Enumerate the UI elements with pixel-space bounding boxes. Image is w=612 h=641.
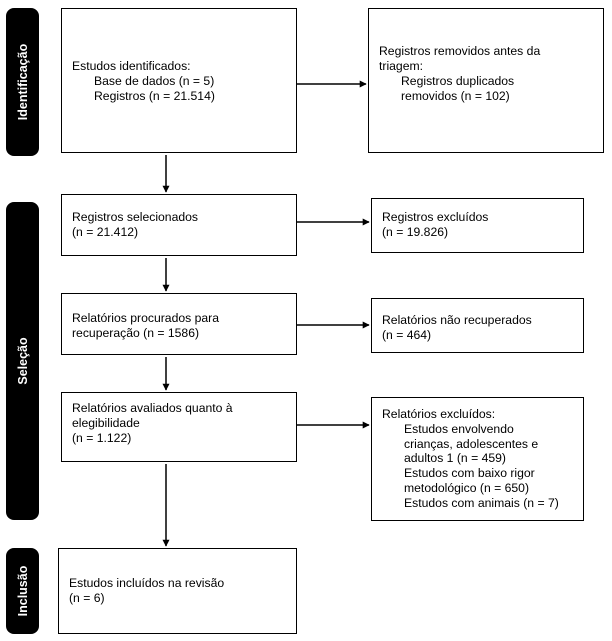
box-line: removidos (n = 102) [401, 89, 510, 103]
box-line: Estudos com baixo rigor [404, 466, 535, 481]
box-line: (n = 21.412) [72, 225, 139, 239]
box-line: Registros selecionados [72, 210, 199, 224]
box-line: Registros (n = 21.514) [94, 89, 215, 103]
box-line: Relatórios avaliados quanto à [72, 401, 233, 415]
box-line: Estudos com animais (n = 7) [404, 495, 559, 510]
box-line: (n = 19.826) [382, 225, 449, 239]
phase-inclusion: Inclusão [6, 548, 39, 634]
box-line: Relatórios excluídos: [382, 407, 496, 421]
box-line: Estudos incluídos na revisão [69, 576, 225, 590]
box-line: Registros excluídos [382, 210, 489, 224]
box-line: Relatórios procurados para [72, 311, 220, 325]
box-reports-not-retrieved: Relatórios não recuperados (n = 464) [371, 298, 584, 353]
box-line: elegibilidade [72, 416, 140, 430]
box-reports-assessed: Relatórios avaliados quanto à elegibilid… [61, 392, 297, 462]
box-line: triagem: [379, 59, 424, 73]
box-records-removed: Registros removidos antes da triagem: Re… [368, 8, 604, 153]
box-line: adultos 1 (n = 459) [404, 451, 506, 466]
box-line: Estudos identificados: [72, 59, 191, 73]
box-line: (n = 6) [69, 591, 105, 605]
box-line: Base de dados (n = 5) [94, 74, 215, 88]
box-line: Estudos envolvendo [404, 421, 514, 436]
box-line: Relatórios não recuperados [382, 313, 532, 327]
phase-identification: Identificação [6, 8, 39, 156]
phase-selection: Seleção [6, 202, 39, 520]
box-studies-identified: Estudos identificados: Base de dados (n … [61, 8, 297, 153]
box-records-screened: Registros selecionados (n = 21.412) [61, 194, 297, 256]
box-reports-excluded: Relatórios excluídos: Estudos envolvendo… [371, 397, 584, 521]
box-line: recuperação (n = 1586) [72, 326, 200, 340]
box-line: (n = 1.122) [72, 431, 132, 445]
box-reports-sought: Relatórios procurados para recuperação (… [61, 293, 297, 355]
box-line: Registros removidos antes da [379, 44, 541, 58]
box-line: (n = 464) [382, 328, 432, 342]
box-line: crianças, adolescentes e [404, 436, 539, 451]
box-line: metodológico (n = 650) [404, 480, 529, 495]
box-studies-included: Estudos incluídos na revisão (n = 6) [58, 548, 297, 634]
box-line: Registros duplicados [401, 74, 515, 88]
box-records-excluded: Registros excluídos (n = 19.826) [371, 198, 584, 253]
